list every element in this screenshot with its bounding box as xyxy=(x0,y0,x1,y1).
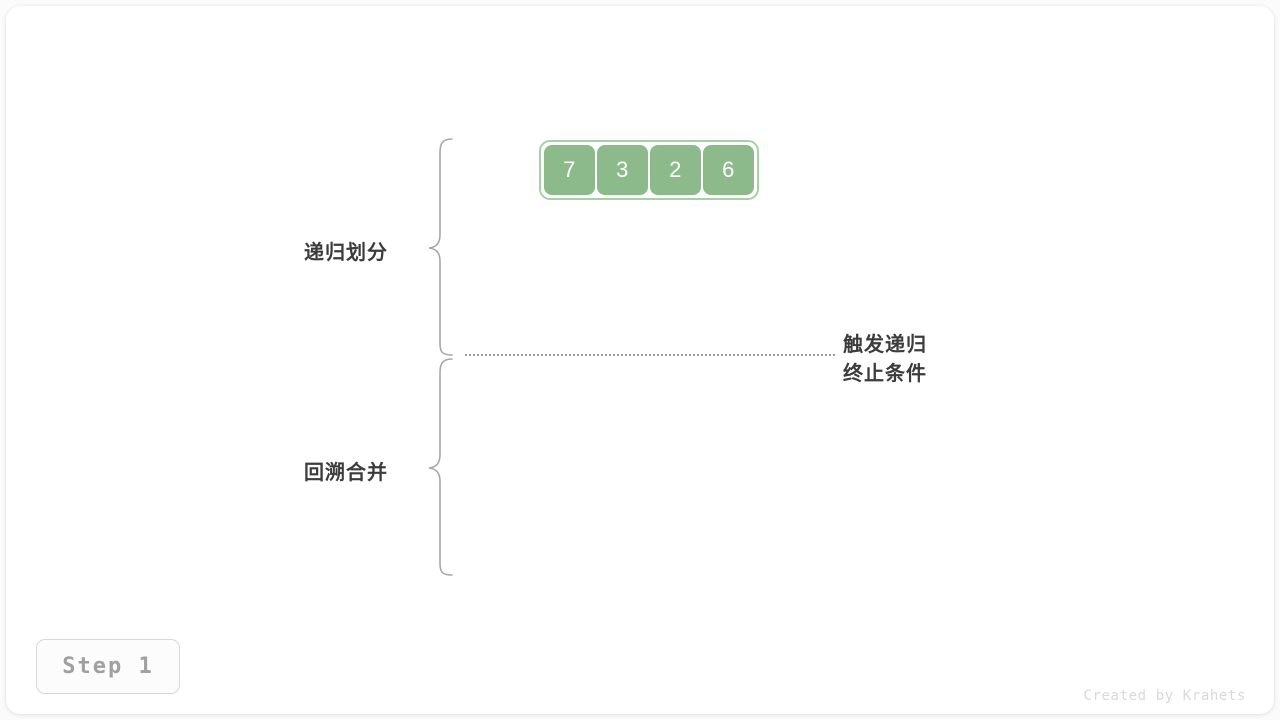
array-cell: 2 xyxy=(650,145,701,195)
step-badge: Step 1 xyxy=(36,639,180,694)
array-cell: 6 xyxy=(703,145,754,195)
figure-card xyxy=(6,6,1274,714)
annotation-line-1: 触发递归 xyxy=(843,334,927,356)
annotation-line-2: 终止条件 xyxy=(843,363,927,385)
section-label-merge: 回溯合并 xyxy=(304,462,388,484)
array-cell: 7 xyxy=(544,145,595,195)
merge-brace-icon xyxy=(428,358,453,576)
divide-brace-icon xyxy=(428,138,453,356)
recursion-termination-annotation: 触发递归 终止条件 xyxy=(843,331,927,389)
array-cell: 3 xyxy=(597,145,648,195)
credit-text: Created by Krahets xyxy=(1083,688,1246,704)
array-container: 7 3 2 6 xyxy=(539,140,759,200)
phase-divider xyxy=(465,354,835,356)
section-label-divide: 递归划分 xyxy=(304,242,388,264)
